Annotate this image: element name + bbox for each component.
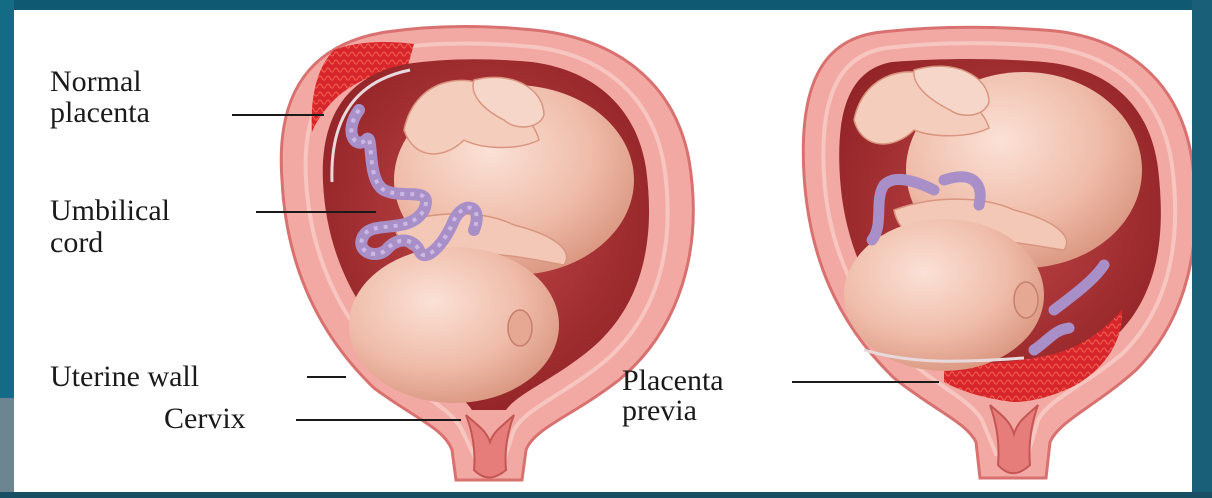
label-normal-placenta-line2: placenta xyxy=(50,98,150,128)
label-umbilical-cord-line2: cord xyxy=(50,228,103,258)
label-normal-placenta-line1: Normal xyxy=(50,67,142,97)
placenta-previa-uterus-illustration xyxy=(803,27,1192,478)
frame-bottom-border xyxy=(0,492,1212,498)
diagram-panel: Normal placenta Umbilical cord Uterine w… xyxy=(14,10,1192,492)
label-placenta-previa-line2: previa xyxy=(622,396,697,426)
label-cervix: Cervix xyxy=(164,404,246,434)
label-placenta-previa-line1: Placenta xyxy=(622,366,724,396)
frame-right-border xyxy=(1192,0,1212,498)
frame-top-border xyxy=(0,0,1212,10)
label-uterine-wall: Uterine wall xyxy=(50,362,199,392)
label-umbilical-cord-line1: Umbilical xyxy=(50,196,170,226)
